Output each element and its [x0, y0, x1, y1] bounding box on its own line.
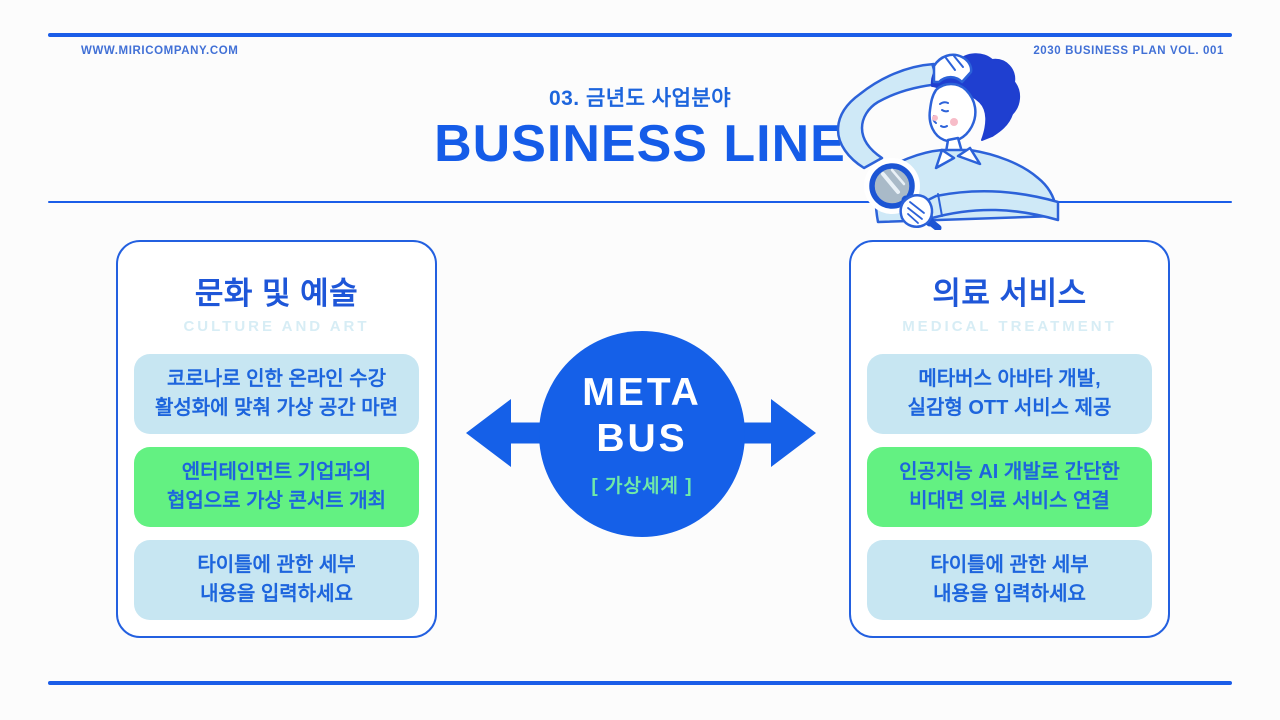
hand-on-handle [899, 194, 934, 228]
blush [932, 115, 938, 121]
culture-and-art-card: 문화 및 예술 CULTURE AND ART 코로나로 인한 온라인 수강 활… [116, 240, 437, 638]
text-box: 메타버스 아바타 개발, 실감형 OTT 서비스 제공 [867, 354, 1152, 434]
plan-volume: 2030 BUSINESS PLAN VOL. 001 [1033, 45, 1224, 57]
person-with-magnifying-glass-illustration [836, 53, 1060, 230]
raised-arm [836, 62, 942, 170]
page-title: BUSINESS LINE [434, 115, 846, 173]
circle-word-line1: META [582, 370, 702, 414]
card-subtitle: CULTURE AND ART [183, 318, 370, 335]
top-rule [48, 33, 1232, 37]
blush [950, 118, 958, 126]
handle-tip [929, 220, 942, 230]
card-subtitle: MEDICAL TREATMENT [902, 318, 1117, 335]
card-box-list: 메타버스 아바타 개발, 실감형 OTT 서비스 제공 인공지능 AI 개발로 … [867, 354, 1152, 620]
text-box-highlight: 엔터테인먼트 기업과의 협업으로 가상 콘서트 개최 [134, 447, 419, 527]
circle-word-line2: BUS [596, 417, 688, 460]
bottom-rule [48, 681, 1232, 685]
card-title: 의료 서비스 [932, 276, 1087, 311]
card-box-list: 코로나로 인한 온라인 수강 활성화에 맞춰 가상 공간 마련 엔터테인먼트 기… [134, 354, 419, 620]
medical-treatment-card: 의료 서비스 MEDICAL TREATMENT 메타버스 아바타 개발, 실감… [849, 240, 1170, 638]
left-arrow-icon [466, 399, 546, 467]
text-box-placeholder: 타이틀에 관한 세부 내용을 입력하세요 [134, 540, 419, 620]
website-url: WWW.MIRICOMPANY.COM [81, 45, 239, 57]
right-arrow-icon [736, 399, 816, 467]
text-box: 코로나로 인한 온라인 수강 활성화에 맞춰 가상 공간 마련 [134, 354, 419, 434]
collar-left [934, 148, 956, 170]
header-divider-rule [48, 201, 1232, 203]
face [928, 82, 977, 143]
title-block: 03. 금년도 사업분야 BUSINESS LINE [0, 82, 1280, 170]
collar-right [956, 146, 982, 166]
text-box-placeholder: 타이틀에 관한 세부 내용을 입력하세요 [867, 540, 1152, 620]
hand-on-head [932, 53, 973, 84]
text-box-highlight: 인공지능 AI 개발로 간단한 비대면 의료 서비스 연결 [867, 447, 1152, 527]
metabus-circle: META BUS [ 가상세계 ] [539, 331, 745, 537]
section-kicker: 03. 금년도 사업분야 [548, 87, 732, 110]
circle-caption: [ 가상세계 ] [591, 476, 693, 498]
card-title: 문화 및 예술 [194, 276, 359, 311]
